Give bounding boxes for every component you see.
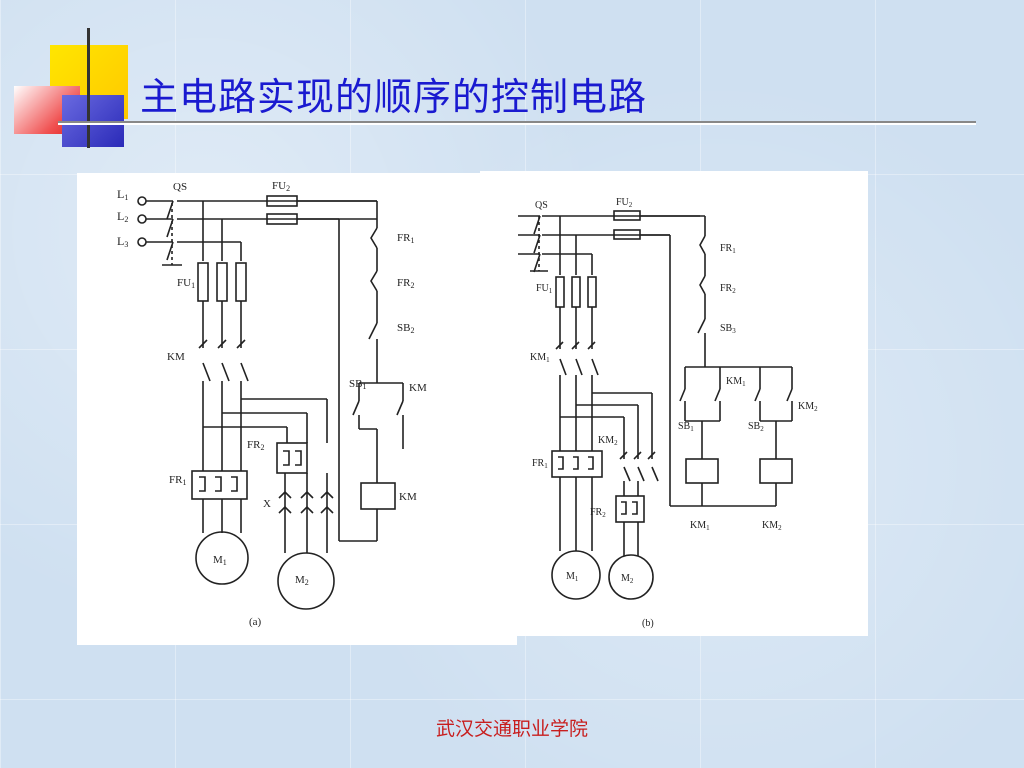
- km-coil-a: [360, 482, 396, 510]
- label-km-coil: KM: [399, 491, 417, 503]
- label-fr1: FR1: [169, 474, 186, 487]
- fr2-thermal-b: [615, 495, 645, 556]
- label-fr2: FR2: [247, 439, 264, 452]
- footer-text: 武汉交通职业学院: [435, 718, 588, 740]
- label-km: KM: [167, 351, 185, 363]
- m2-branch-b: [560, 392, 659, 496]
- qs-switch-a: [162, 200, 182, 266]
- label-fr1-ctrl-b: FR1: [720, 243, 736, 255]
- label-m1-b: M1: [566, 571, 579, 583]
- label-sb2-b: SB2: [748, 421, 764, 433]
- label-km-contact: KM: [409, 382, 427, 394]
- motor-m1-b: [551, 550, 601, 600]
- diagram-a-panel: L1 L2 L3 QS FU2 FU1 KM FR1 FR2 X M1 M2 F…: [77, 173, 517, 645]
- slide-title: 主电路实现的顺序的控制电路: [140, 75, 648, 119]
- label-fr2-b: FR2: [590, 507, 606, 519]
- label-km2-b: KM2: [598, 435, 618, 447]
- input-terminals-a: [137, 196, 173, 247]
- fu1-fuses-a: [197, 262, 247, 302]
- input-lines-b: [518, 215, 548, 273]
- label-fu1: FU1: [177, 277, 195, 290]
- fr2-thermal-a: [276, 442, 308, 474]
- bus-lines-b: [542, 215, 700, 275]
- x-connector-a: [278, 473, 334, 553]
- caption-b: (b): [642, 618, 654, 629]
- label-km1-b: KM1: [530, 352, 550, 364]
- label-fr2-ctrl-b: FR2: [720, 283, 736, 295]
- label-sb1: SB1: [349, 378, 366, 391]
- km1-main-contacts-b: [555, 307, 599, 451]
- label-fu2: FU2: [272, 180, 290, 193]
- m2-branch-a: [203, 398, 328, 443]
- title-underline: [58, 121, 976, 125]
- label-km1-hold-b: KM1: [726, 376, 746, 388]
- diagram-b: QS FU2 FU1 KM1 KM2 FR1 FR2 M1 M2 FR1 FR2…: [518, 197, 818, 629]
- km2-coil-b: [759, 458, 793, 484]
- label-l1: L1: [117, 187, 128, 202]
- label-fr1-ctrl: FR1: [397, 232, 414, 245]
- label-m1: M1: [213, 554, 227, 567]
- motor-m1-a: [195, 531, 249, 585]
- fr1-thermal-b: [551, 450, 603, 551]
- label-km2-coil-b: KM2: [762, 520, 782, 532]
- label-sb2: SB2: [397, 322, 414, 335]
- caption-a: (a): [249, 616, 262, 628]
- label-km1-coil-b: KM1: [690, 520, 710, 532]
- label-l3: L3: [117, 234, 128, 249]
- bus-lines-a: [177, 200, 377, 261]
- label-m2: M2: [295, 574, 309, 587]
- label-fr1-b: FR1: [532, 458, 548, 470]
- control-circuit-b: [640, 215, 793, 507]
- control-circuit-a: [297, 200, 404, 542]
- fr1-thermal-a: [191, 470, 248, 533]
- label-fu2-b: FU2: [616, 197, 633, 209]
- fu2-fuses-a: [266, 195, 298, 225]
- deco-vertical-line: [87, 28, 90, 148]
- label-sb3-b: SB3: [720, 323, 736, 335]
- label-l2: L2: [117, 209, 128, 224]
- diagram-a: L1 L2 L3 QS FU2 FU1 KM FR1 FR2 X M1 M2 F…: [117, 180, 427, 628]
- motor-m2-a: [277, 552, 335, 610]
- label-qs-b: QS: [535, 200, 548, 211]
- label-km2-hold-b: KM2: [798, 401, 818, 413]
- label-fu1-b: FU1: [536, 283, 553, 295]
- label-m2-b: M2: [621, 573, 634, 585]
- motor-m2-b: [608, 554, 654, 600]
- label-fr2-ctrl: FR2: [397, 277, 414, 290]
- fu1-fuses-b: [555, 276, 597, 308]
- label-qs: QS: [173, 181, 187, 193]
- km-main-contacts-a: [198, 301, 249, 471]
- diagram-b-panel: QS FU2 FU1 KM1 KM2 FR1 FR2 M1 M2 FR1 FR2…: [480, 171, 868, 636]
- label-x: X: [263, 498, 271, 510]
- label-sb1-b: SB1: [678, 421, 694, 433]
- km1-coil-b: [685, 458, 719, 484]
